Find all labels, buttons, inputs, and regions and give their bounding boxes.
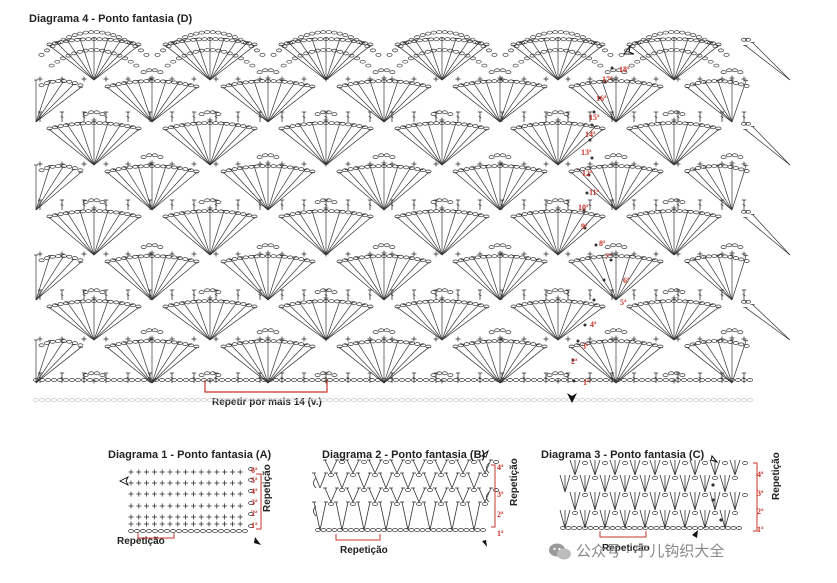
diagram2-row-label: 1ª — [497, 529, 504, 538]
diagram4-repeat-bracket — [204, 380, 328, 393]
diagram2-row-label: 3ª — [497, 490, 504, 499]
end-arrow-icon — [623, 45, 635, 55]
diagram4-row-label: 4ª — [590, 320, 597, 329]
diagram1-repeat-bracket — [256, 473, 262, 530]
diagram3-bottom-bracket — [599, 531, 647, 538]
diagram4-row-label: 6ª — [623, 276, 630, 285]
diagram3-row-label: 1ª — [757, 525, 764, 534]
diagram4-row-label: 15ª — [589, 113, 600, 122]
diagram3-row-label: 4ª — [757, 470, 764, 479]
diagram4-repeat-label: Repetir por mais 14 (v.) — [212, 397, 322, 408]
diagram1-bottom-bracket — [137, 533, 175, 539]
diagram3-repeat-bracket — [753, 462, 758, 532]
wechat-icon — [549, 543, 571, 560]
diagram2-title: Diagrama 2 - Ponto fantasia (B) — [322, 449, 486, 461]
diagram1-row-label: 1ª — [251, 521, 258, 530]
diagram3-repeat-label: Repetição — [602, 543, 650, 554]
diagram1-row-label: 6ª — [251, 466, 258, 475]
diagram4-row-label: 16ª — [596, 94, 607, 103]
diagram1-start-arrow-icon — [254, 537, 261, 545]
diagram4-row-label: 2ª — [571, 357, 578, 366]
diagram1-row-label: 4ª — [251, 487, 258, 496]
diagram4-row-label: 7ª — [605, 252, 612, 261]
diagram2-chart: 1ª 2ª 3ª 4ª — [312, 449, 504, 547]
diagram3-title: Diagrama 3 - Ponto fantasia (C) — [541, 449, 705, 461]
diagram4-row-label: 8ª — [599, 239, 606, 248]
diagram4-row-label: 11ª — [589, 188, 600, 197]
diagram4-row-label: 12ª — [582, 169, 593, 178]
diagram1-title: Diagrama 1 - Ponto fantasia (A) — [108, 449, 272, 461]
diagram1-row-label: 2ª — [251, 509, 258, 518]
diagram4-row-label: 3ª — [582, 342, 589, 351]
diagram3-start-arrow-icon — [692, 530, 698, 538]
diagram3-end-arrow-icon — [710, 454, 719, 464]
start-arrow-icon — [567, 393, 577, 403]
diagram2-start-arrow-icon — [482, 540, 487, 547]
diagram4-row-label: 1ª — [583, 378, 590, 387]
diagram2-row-label: 2ª — [497, 510, 504, 519]
diagram4-title: Diagrama 4 - Ponto fantasia (D) — [29, 13, 193, 25]
diagram2-repeat-label: Repetição — [340, 545, 388, 556]
diagram2-bottom-bracket — [335, 534, 381, 541]
diagram1-end-arrow-icon — [118, 475, 130, 487]
diagram3-row-label: 3ª — [757, 489, 764, 498]
diagram1-row-label: 5ª — [251, 476, 258, 485]
diagram4-row-label: 14ª — [585, 130, 596, 139]
diagram4-row-label: 10ª — [578, 203, 589, 212]
diagram2-repeat-bracket — [491, 464, 496, 528]
diagram3-row-label: 2ª — [757, 507, 764, 516]
diagram4-row-label: 9ª — [581, 222, 588, 231]
diagram2-end-arrow-icon — [480, 449, 490, 458]
watermark-text: 公众号 · 宁儿钩织大全 — [576, 543, 725, 560]
diagram2-row-label: 4ª — [497, 463, 504, 472]
diagram3-chart: 1ª 2ª 3ª 4ª — [559, 454, 764, 538]
diagram4-row-label: 18ª — [619, 65, 630, 74]
diagram4-row-label: 5ª — [620, 298, 627, 307]
diagram4-row-label: 17ª — [602, 75, 613, 84]
diagram4-row-label: 13ª — [581, 148, 592, 157]
diagram1-repeat-label: Repetição — [117, 536, 165, 547]
diagram1-row-label: 3ª — [251, 498, 258, 507]
